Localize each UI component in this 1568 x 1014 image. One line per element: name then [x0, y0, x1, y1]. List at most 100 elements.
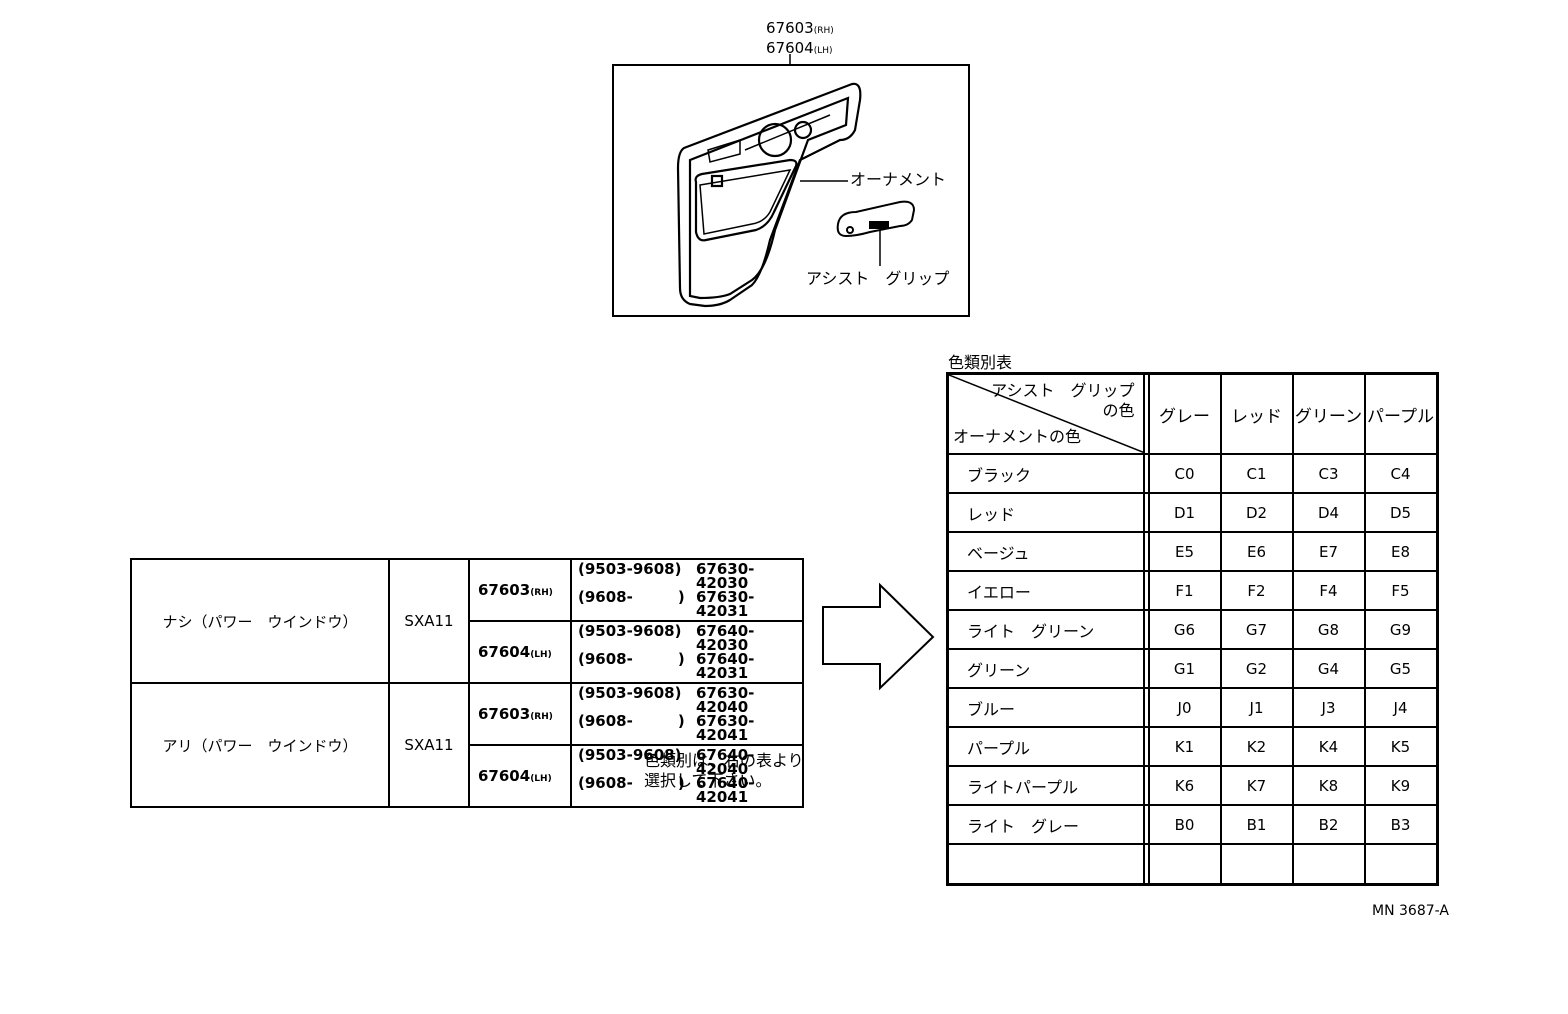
color-code: G6	[1147, 609, 1222, 650]
color-code: D5	[1363, 492, 1438, 533]
range-cell: (9503-9608)67640-42030 (9608- )67640-420…	[570, 620, 804, 684]
color-name: ベージュ	[946, 531, 1145, 572]
separator	[1142, 648, 1150, 689]
color-code: K2	[1219, 726, 1294, 767]
part-side-rh: (RH)	[813, 26, 834, 36]
part-number-callout: 67603(RH) 67604(LH)	[766, 20, 834, 60]
separator	[1142, 609, 1150, 650]
color-code: J0	[1147, 687, 1222, 728]
replacement-number: 67630-42031	[696, 588, 755, 620]
color-code: C4	[1363, 453, 1438, 494]
color-code: D1	[1147, 492, 1222, 533]
part-side: (RH)	[530, 712, 553, 722]
part-side: (LH)	[530, 650, 552, 660]
color-code: K1	[1147, 726, 1222, 767]
color-code: G9	[1363, 609, 1438, 650]
color-code: G4	[1291, 648, 1366, 689]
color-name: ライト グリーン	[946, 609, 1145, 650]
color-code: B1	[1219, 804, 1294, 845]
right-arrow-icon	[822, 582, 935, 691]
color-code: J4	[1363, 687, 1438, 728]
color-code: J3	[1291, 687, 1366, 728]
separator	[1142, 492, 1150, 533]
part-side: (RH)	[530, 588, 553, 598]
separator	[1142, 687, 1150, 728]
color-name: パープル	[946, 726, 1145, 767]
part-side: (LH)	[530, 774, 552, 784]
table-row	[946, 843, 1438, 885]
color-code: G7	[1219, 609, 1294, 650]
part-number-cell: 67604(LH)	[468, 620, 572, 684]
color-code: F5	[1363, 570, 1438, 611]
date-range: (9608- )	[578, 588, 685, 606]
range-cell: (9503-9608)67640-42040 (9608- )67640-420…	[570, 744, 804, 808]
color-code: K9	[1363, 765, 1438, 806]
column-header: グリーン	[1291, 372, 1366, 455]
replacement-number: 67630-42040	[696, 684, 755, 716]
header-text: アシスト グリップ	[991, 381, 1135, 400]
replacement-number: 67640-42030	[696, 622, 755, 654]
assist-grip-label: アシスト グリップ	[806, 269, 950, 288]
color-code: C3	[1291, 453, 1366, 494]
color-code: K8	[1291, 765, 1366, 806]
part-number-cell: 67603(RH)	[468, 558, 572, 622]
replacement-number: 67640-42040	[696, 746, 755, 778]
part-side-lh: (LH)	[813, 46, 833, 56]
color-code: B0	[1147, 804, 1222, 845]
door-trim-diagram	[612, 64, 970, 317]
date-range: (9608- )	[578, 712, 685, 730]
color-name: ブラック	[946, 453, 1145, 494]
date-range: (9503-9608)	[578, 622, 682, 640]
color-code: C0	[1147, 453, 1222, 494]
condition-cell: ナシ（パワー ウインドウ）	[130, 558, 390, 684]
replacement-number: 67640-42031	[696, 650, 755, 682]
part-number: 67604	[478, 767, 531, 785]
range-cell: (9503-9608)67630-42040 (9608- )67630-420…	[570, 682, 804, 746]
part-variant-table: ナシ（パワー ウインドウ） SXA11 67603(RH) (9503-9608…	[130, 558, 804, 808]
table-row: アリ（パワー ウインドウ） SXA11 67603(RH) (9503-9608…	[130, 682, 804, 808]
part-number-cell: 67604(LH)	[468, 744, 572, 808]
grip-color-header: アシスト グリップ の色	[991, 381, 1134, 421]
table-row: ナシ（パワー ウインドウ） SXA11 67603(RH) (9503-9608…	[130, 558, 804, 684]
color-code: G2	[1219, 648, 1294, 689]
part-number: 67603	[478, 705, 531, 723]
separator	[1142, 843, 1150, 885]
color-code: D4	[1291, 492, 1366, 533]
color-code: G1	[1147, 648, 1222, 689]
diagonal-line	[949, 375, 1145, 453]
figure-id: MN 3687-A	[1372, 903, 1449, 919]
separator	[1142, 372, 1150, 455]
replacement-number: 67640-42041	[696, 774, 755, 806]
color-code: E7	[1291, 531, 1366, 572]
header-row: アシスト グリップ の色 オーナメントの色 グレー レッド グリーン パープル	[946, 372, 1438, 455]
column-header: レッド	[1219, 372, 1294, 455]
color-name: グリーン	[946, 648, 1145, 689]
separator	[1142, 804, 1150, 845]
separator	[1142, 765, 1150, 806]
color-name: ライト グレー	[946, 804, 1145, 845]
table-row: 67604(LH) (9503-9608)67640-42030 (9608- …	[131, 620, 804, 684]
color-code	[1147, 843, 1222, 885]
separator	[1142, 453, 1150, 494]
column-header: グレー	[1147, 372, 1222, 455]
color-code: C1	[1219, 453, 1294, 494]
color-name: イエロー	[946, 570, 1145, 611]
note-line: 選択して下さい。	[644, 771, 772, 790]
color-code: G5	[1363, 648, 1438, 689]
date-range: (9503-9608)	[578, 746, 682, 764]
replacement-number: 67630-42041	[696, 712, 755, 744]
model-cell: SXA11	[388, 558, 470, 684]
replacement-number: 67630-42030	[696, 560, 755, 592]
color-code: K7	[1219, 765, 1294, 806]
separator	[1142, 531, 1150, 572]
condition-cell: アリ（パワー ウインドウ）	[130, 682, 390, 808]
part-number: 67603	[478, 581, 531, 599]
